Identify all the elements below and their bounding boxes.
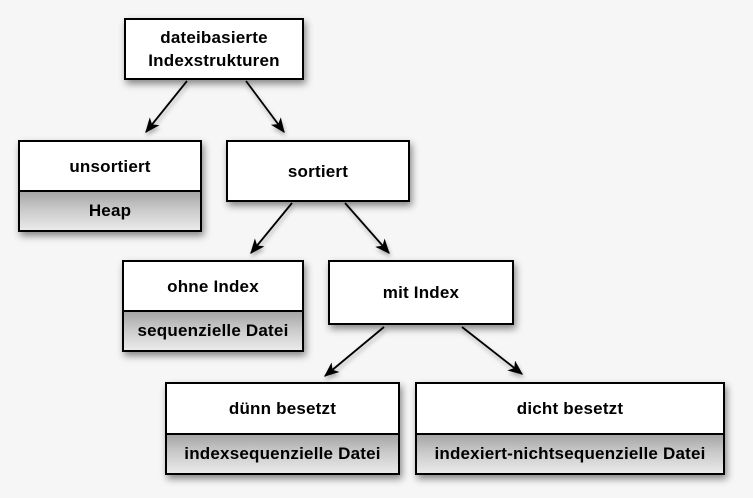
edge-mit-index-duenn-besetzt [324, 326, 385, 377]
node-sortiert: sortiert [226, 140, 410, 202]
node-sortiert-label: sortiert [228, 142, 408, 200]
node-root: dateibasierte Indexstrukturen [124, 18, 304, 80]
node-unsortiert-label: unsortiert [20, 142, 200, 190]
node-root-label: dateibasierte Indexstrukturen [126, 20, 302, 78]
node-unsortiert-sublabel: Heap [20, 190, 200, 230]
node-ohne-index: ohne Index sequenzielle Datei [122, 260, 304, 352]
node-duenn-besetzt-label: dünn besetzt [167, 384, 398, 433]
node-mit-index-label: mit Index [330, 262, 512, 323]
edge-root-sortiert [245, 80, 285, 134]
node-root-line2: Indexstrukturen [148, 51, 280, 70]
node-root-line1: dateibasierte [160, 28, 268, 47]
edge-mit-index-dicht-besetzt [461, 326, 523, 375]
node-dicht-besetzt-sublabel: indexiert-nichtsequenzielle Datei [417, 433, 723, 473]
node-ohne-index-label: ohne Index [124, 262, 302, 310]
node-dicht-besetzt-label: dicht besetzt [417, 384, 723, 433]
edge-root-unsortiert [145, 80, 188, 133]
node-unsortiert: unsortiert Heap [18, 140, 202, 232]
node-ohne-index-sublabel: sequenzielle Datei [124, 310, 302, 350]
node-duenn-besetzt-sublabel: indexsequenzielle Datei [167, 433, 398, 473]
node-mit-index: mit Index [328, 260, 514, 325]
node-duenn-besetzt: dünn besetzt indexsequenzielle Datei [165, 382, 400, 475]
edge-sortiert-ohne-index [250, 202, 293, 254]
node-dicht-besetzt: dicht besetzt indexiert-nichtsequenziell… [415, 382, 725, 475]
edge-sortiert-mit-index [344, 202, 390, 254]
